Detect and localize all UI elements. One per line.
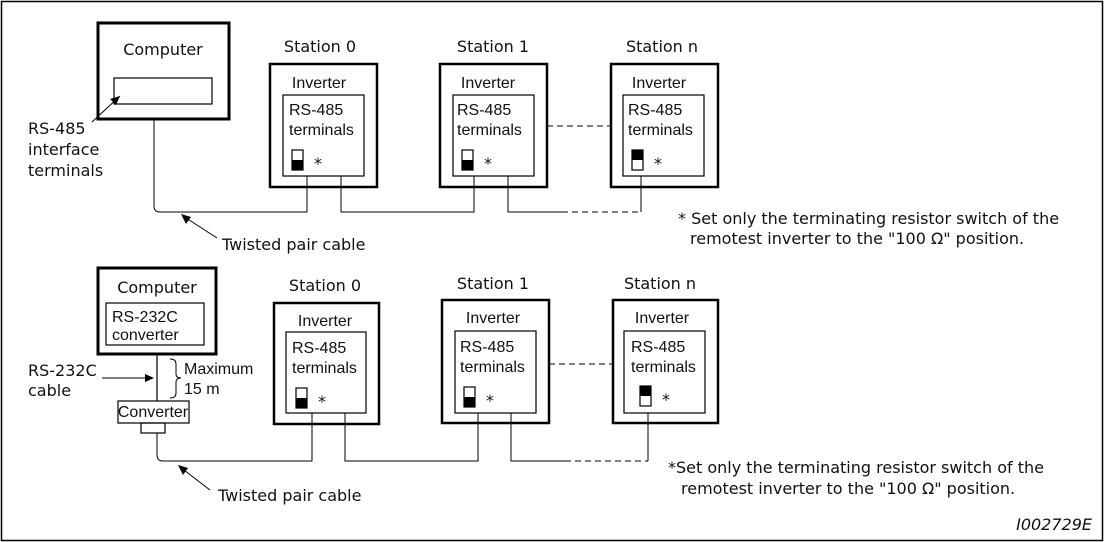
- top-station-1-switch-mark: *: [484, 154, 492, 173]
- bottom-length-brace: [169, 358, 182, 399]
- top-station-0-terminals-line2: terminals: [289, 122, 354, 139]
- bottom-diagram: Computer RS-232C converter RS-232C cable…: [28, 266, 1044, 505]
- top-computer-title: Computer: [123, 40, 203, 59]
- bottom-station-0-terminals-line1: RS-485: [292, 340, 346, 357]
- top-twisted-arrowhead: [181, 214, 191, 224]
- bottom-note-line2: remotest inverter to the "100 Ω" positio…: [681, 479, 1015, 498]
- top-cable-line-a: [153, 119, 308, 213]
- bottom-converter-label: Converter: [118, 404, 189, 421]
- bottom-station-n-unit: Inverter: [635, 310, 690, 327]
- bottom-station-1-inverter: [440, 298, 551, 425]
- bottom-station-0-terminal-block: [285, 331, 367, 414]
- bottom-station-0-switch-lever: [296, 398, 307, 408]
- bottom-station-0-inverter: [272, 301, 381, 426]
- top-station-n-terminal-block: [622, 94, 705, 177]
- bottom-station-1-terminal-block: [454, 330, 537, 414]
- bottom-station-1-switch-lever: [464, 397, 475, 407]
- top-cable-line-c: [507, 176, 562, 213]
- top-station-0-inverter: [268, 62, 379, 189]
- top-twisted-label: Twisted pair cable: [221, 235, 365, 254]
- bottom-converter-box: [105, 302, 205, 346]
- top-station-n-label: Station n: [626, 37, 698, 56]
- bottom-station-0-switch-mark: *: [318, 392, 326, 411]
- bottom-cable-label-line2: cable: [28, 381, 71, 400]
- bottom-cable-label-line1: RS-232C: [28, 361, 97, 380]
- bottom-station-n-switch-mark: *: [662, 390, 670, 409]
- bottom-station-0-unit: Inverter: [298, 313, 353, 330]
- top-interface-arrowhead: [110, 96, 120, 105]
- bottom-note-line1: *Set only the terminating resistor switc…: [668, 458, 1044, 477]
- bottom-station-n-switch-lever: [640, 386, 651, 396]
- bottom-twisted-label: Twisted pair cable: [217, 486, 361, 505]
- bottom-cable-line-c: [510, 413, 565, 462]
- top-note-line1: * Set only the terminating resistor swit…: [678, 209, 1059, 228]
- bottom-converter-box-line2: converter: [112, 327, 179, 344]
- top-station-1-unit: Inverter: [461, 75, 516, 92]
- top-interface-label-line3: terminals: [28, 161, 103, 180]
- top-interface-label-line2: interface: [28, 140, 99, 159]
- top-station-1-switch-lever: [462, 160, 473, 170]
- bottom-station-n-terminal-block: [623, 330, 706, 414]
- top-computer-port: [113, 77, 213, 105]
- bottom-station-n-inverter: [611, 298, 720, 425]
- bottom-converter-port: [140, 422, 166, 434]
- top-computer-box: [96, 21, 231, 121]
- bottom-station-1-unit: Inverter: [466, 310, 521, 327]
- top-station-1-terminals-line2: terminals: [457, 122, 522, 139]
- top-interface-label-line1: RS-485: [28, 119, 86, 138]
- bottom-cable-line-a: [156, 413, 313, 462]
- top-station-0-unit: Inverter: [292, 75, 347, 92]
- top-station-0-label: Station 0: [284, 37, 356, 56]
- top-station-n-terminals-line1: RS-485: [628, 102, 682, 119]
- top-station-0-terminal-block: [282, 94, 365, 177]
- top-station-1-label: Station 1: [457, 37, 529, 56]
- top-station-1-terminal-block: [452, 94, 535, 177]
- top-station-n-unit: Inverter: [632, 75, 687, 92]
- top-station-n-terminals-line2: terminals: [628, 122, 693, 139]
- top-station-1-terminals-line1: RS-485: [457, 102, 511, 119]
- top-station-n-switch-mark: *: [654, 154, 662, 173]
- bottom-station-0-label: Station 0: [289, 276, 361, 295]
- bottom-station-n-terminals-line1: RS-485: [631, 339, 685, 356]
- bottom-station-n-label: Station n: [624, 274, 696, 293]
- bottom-cable-line-b: [344, 413, 479, 462]
- bottom-cable-arrowhead: [145, 374, 154, 382]
- bottom-converter-box-line1: RS-232C: [112, 309, 178, 326]
- top-note-line2: remotest inverter to the "100 Ω" positio…: [690, 229, 1024, 248]
- top-diagram: Computer RS-485 interface terminals Stat…: [28, 21, 1059, 254]
- bottom-station-1-label: Station 1: [457, 274, 529, 293]
- bottom-station-1-terminals-line1: RS-485: [460, 339, 514, 356]
- bottom-station-0-terminals-line2: terminals: [292, 360, 357, 377]
- bottom-length-line2: 15 m: [184, 381, 220, 398]
- figure-id: I002729E: [1016, 515, 1093, 534]
- top-station-0-switch-mark: *: [314, 154, 322, 173]
- bottom-twisted-arrowhead: [178, 465, 188, 475]
- bottom-computer-title: Computer: [117, 278, 197, 297]
- top-station-n-switch-lever: [632, 150, 643, 160]
- top-station-0-terminals-line1: RS-485: [289, 102, 343, 119]
- bottom-length-line1: Maximum: [184, 361, 253, 378]
- bottom-station-1-terminals-line2: terminals: [460, 359, 525, 376]
- bottom-station-n-terminals-line2: terminals: [631, 359, 696, 376]
- bottom-station-1-switch-mark: *: [486, 391, 494, 410]
- top-station-0-switch-lever: [292, 160, 303, 170]
- top-cable-line-b: [340, 176, 475, 213]
